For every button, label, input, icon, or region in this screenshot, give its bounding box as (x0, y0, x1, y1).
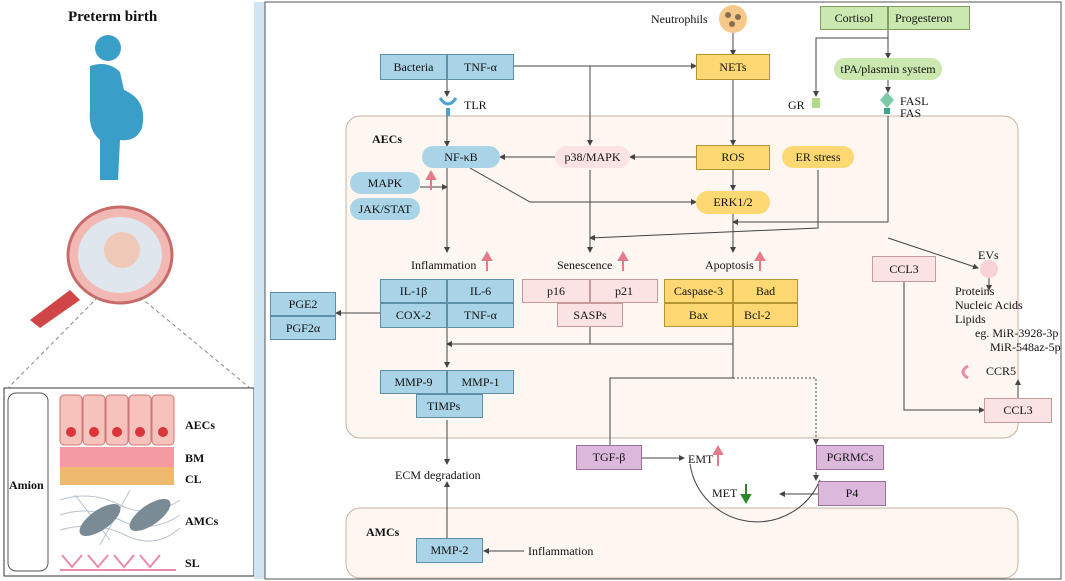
bacteria-box: Bacteria (380, 54, 447, 80)
amion-label: Amion (9, 478, 44, 492)
sl-layer (60, 554, 176, 571)
neutrophils-label: Neutrophils (651, 12, 708, 26)
il6-box: IL-6 (447, 279, 514, 303)
nets-box: NETs (696, 54, 770, 80)
uterus-fetus-icon (30, 205, 174, 328)
p16-box: p16 (522, 279, 590, 303)
erk-pill: ERK1/2 (696, 191, 770, 214)
sasps-box: SASPs (557, 303, 623, 327)
emt-met-cycle (689, 463, 821, 523)
tnfa-top-box: TNF-α (447, 54, 514, 80)
apoptosis-label: Apoptosis (705, 258, 754, 272)
tgfb-box: TGF-β (576, 445, 642, 470)
ev-cargo-lipids: Lipids (955, 312, 986, 326)
tpa-pill: tPA/plasmin system (834, 58, 942, 80)
met-label: MET (712, 486, 738, 500)
tnfa-mid-box: TNF-α (447, 303, 514, 328)
aecs-region-box (345, 115, 1019, 439)
ccr5-receptor-icon (961, 364, 969, 380)
cortisol-box: Cortisol (820, 6, 888, 30)
pregnant-woman-icon (89, 35, 144, 180)
jakstat-pill: JAK/STAT (350, 198, 420, 220)
evs-label: EVs (978, 248, 999, 262)
ecm-degradation-label: ECM degradation (395, 468, 481, 482)
cox2-box: COX-2 (380, 303, 447, 328)
il1b-box: IL-1β (380, 279, 447, 303)
timps-box: TIMPs (416, 394, 483, 418)
zoom-wedge (254, 2, 265, 579)
layer-label-cl: CL (185, 472, 202, 486)
aec-cells (59, 394, 175, 446)
p4-box: P4 (818, 481, 886, 506)
amcs-region-box (345, 507, 1019, 579)
inflammation-amc-label: Inflammation (528, 544, 594, 558)
gr-label: GR (788, 98, 805, 112)
ev-cargo-mir2: MiR-548az-5p (990, 340, 1061, 354)
layer-label-sl: SL (185, 556, 200, 570)
ccr5-label: CCR5 (986, 364, 1017, 378)
nfkb-pill: NF-κB (422, 146, 500, 168)
amion-bracket (7, 392, 49, 572)
gr-receptor-icon (812, 98, 820, 108)
pgrmcs-box: PGRMCs (816, 445, 884, 470)
p21-box: p21 (590, 279, 658, 303)
fas-label: FAS (900, 106, 922, 120)
main-panel (264, 1, 1062, 580)
mmp2-box: MMP-2 (416, 538, 483, 563)
emt-label: EMT (688, 452, 714, 466)
p38-pill: p38/MAPK (555, 146, 630, 168)
ev-cargo-mir1: eg. MiR-3928-3p (975, 326, 1059, 340)
cl-layer (60, 467, 174, 485)
layer-label-amcs: AMCs (185, 514, 219, 528)
mmp1-box: MMP-1 (447, 370, 514, 394)
ev-cargo-proteins: Proteins (955, 284, 995, 298)
ev-cargo-nucleic: Nucleic Acids (955, 298, 1023, 312)
aecs-region-label: AECs (372, 132, 403, 146)
inflammation-label: Inflammation (411, 258, 477, 272)
pathway-arrows (335, 30, 1021, 554)
caspase3-box: Caspase-3 (664, 279, 733, 303)
progesteron-box: Progesteron (888, 6, 970, 30)
bcl2-box: Bcl-2 (733, 303, 798, 327)
mapk-pill: MAPK (350, 172, 420, 194)
er-stress-pill: ER stress (782, 146, 854, 168)
ccl3-box-a: CCL3 (872, 256, 936, 282)
ros-box: ROS (696, 145, 770, 170)
neutrophil-icon (719, 5, 747, 33)
bax-box: Bax (664, 303, 733, 327)
ccl3-box-b: CCL3 (984, 398, 1052, 423)
fas-receptor-icon (880, 92, 894, 108)
ev-icon (980, 260, 998, 278)
senescence-label: Senescence (557, 258, 613, 272)
layer-label-aecs: AECs (185, 418, 216, 432)
fasl-label: FASL (900, 94, 929, 108)
amcs-region-label: AMCs (366, 525, 400, 539)
tlr-label: TLR (464, 98, 487, 112)
bm-layer (60, 447, 174, 467)
layer-label-bm: BM (185, 451, 205, 465)
pgf2a-box: PGF2α (270, 316, 336, 340)
bad-box: Bad (733, 279, 798, 303)
mmp9-box: MMP-9 (380, 370, 447, 394)
tlr-receptor-icon (438, 97, 458, 106)
preterm-birth-title: Preterm birth (68, 9, 158, 25)
pge2-box: PGE2 (270, 292, 336, 316)
